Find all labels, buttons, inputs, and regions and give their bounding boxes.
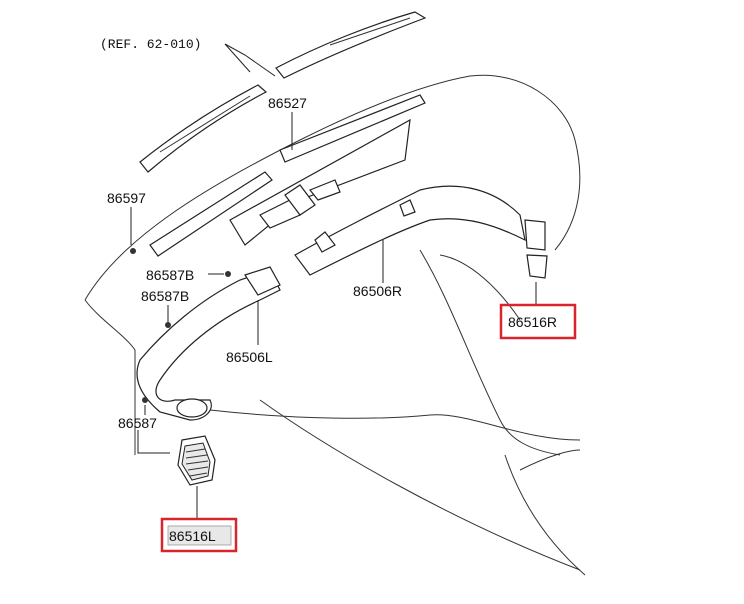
part-label-86506l: 86506L [226, 349, 273, 365]
defroster-strip-upper [275, 11, 427, 79]
duct-left [136, 266, 281, 421]
dashboard-outline [84, 74, 586, 576]
part-label-86516r: 86516R [508, 314, 557, 330]
side-vent-grill-left [177, 435, 216, 486]
side-vent-right [524, 219, 548, 279]
callout-86516l: 86516L [160, 517, 238, 553]
part-label-86587b-upper: 86587B [146, 267, 194, 283]
reference-label: (REF. 62-010) [100, 37, 201, 52]
duct-right [294, 185, 526, 276]
part-label-86587b-lower: 86587B [141, 288, 189, 304]
part-label-86516l: 86516L [169, 528, 216, 544]
part-label-86597: 86597 [107, 190, 146, 206]
dashboard-center-vents [149, 94, 426, 257]
defroster-strip-left [139, 84, 268, 173]
leader-lines [130, 43, 537, 520]
callout-86516r: 86516R [499, 303, 577, 340]
part-label-86587: 86587 [118, 415, 157, 431]
part-label-86527: 86527 [268, 95, 307, 111]
screws [130, 248, 231, 403]
part-label-86506r: 86506R [353, 283, 402, 299]
